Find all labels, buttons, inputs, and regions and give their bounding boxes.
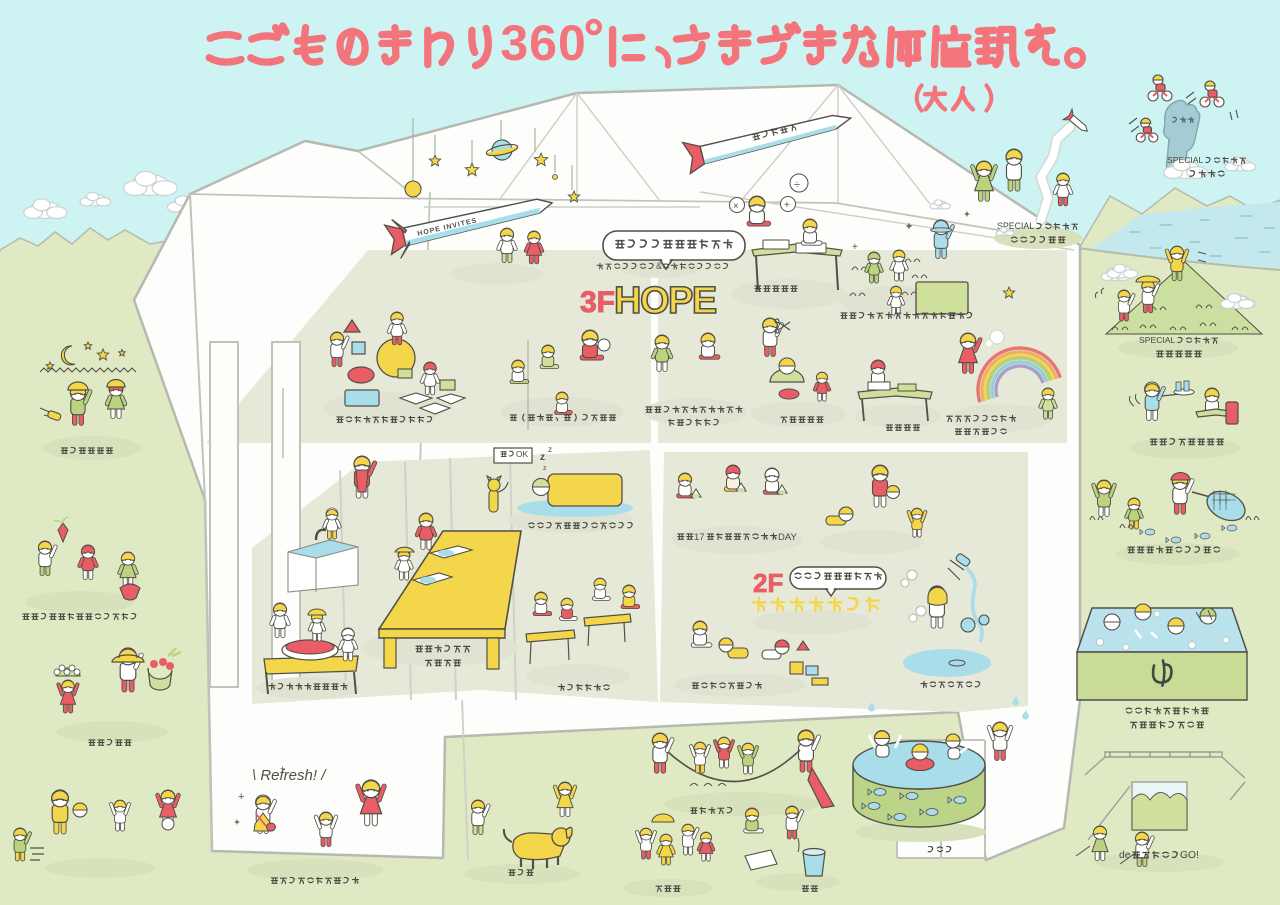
svg-text:+: +	[280, 764, 285, 774]
svg-text:DAY: DAY	[778, 532, 797, 543]
svg-text:SPECIAL: SPECIAL	[1167, 155, 1204, 165]
svg-text:+: +	[784, 200, 790, 211]
svg-text:&: &	[656, 261, 662, 271]
svg-text:3: 3	[500, 15, 528, 71]
svg-text:GO!: GO!	[1180, 850, 1199, 861]
svg-text:\ Refresh! /: \ Refresh! /	[252, 767, 327, 784]
svg-text:SPECIAL: SPECIAL	[997, 221, 1034, 231]
svg-text:z: z	[543, 465, 547, 472]
svg-text:OK: OK	[516, 449, 529, 459]
svg-text:0: 0	[558, 15, 586, 71]
svg-text:+: +	[238, 791, 244, 803]
svg-text:×: ×	[733, 201, 739, 212]
svg-text:de: de	[1119, 850, 1131, 861]
svg-text:17: 17	[694, 532, 705, 543]
svg-text:÷: ÷	[794, 179, 800, 191]
svg-text:6: 6	[529, 15, 557, 71]
svg-text:HOPE: HOPE	[614, 280, 716, 322]
svg-text:3F: 3F	[580, 286, 615, 319]
svg-text:z: z	[540, 452, 545, 463]
svg-text:+: +	[852, 242, 858, 253]
svg-text:z: z	[548, 445, 552, 454]
svg-text:2F: 2F	[753, 568, 783, 598]
svg-text:SPECIAL: SPECIAL	[1139, 335, 1176, 345]
